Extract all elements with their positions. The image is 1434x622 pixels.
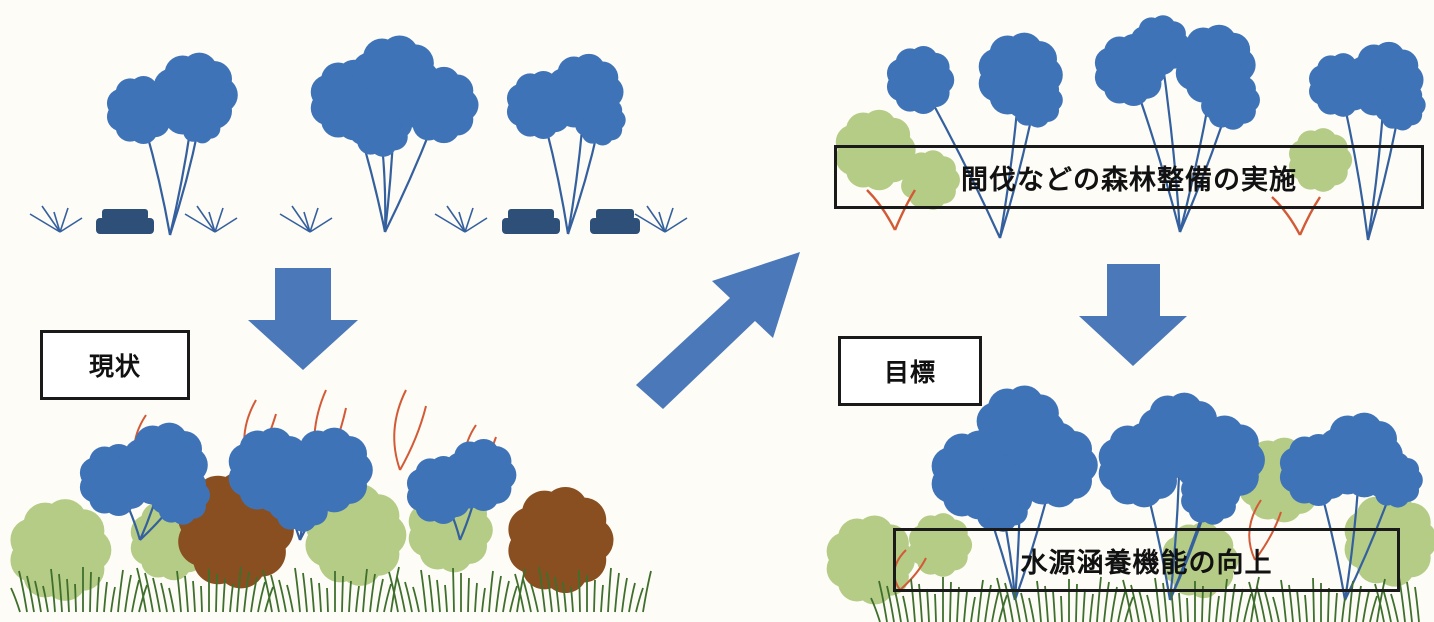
thinning-action-label: 間伐などの森林整備の実施	[834, 145, 1424, 209]
tree-crown	[269, 468, 333, 532]
branch-icon	[1271, 196, 1322, 236]
twig-icon	[279, 205, 333, 233]
tree-icon	[931, 385, 1098, 601]
tree-crown	[1368, 452, 1423, 508]
tree-crown	[1201, 70, 1260, 130]
tree-crown	[177, 96, 224, 144]
tree-crown	[969, 468, 1033, 532]
foreground-grass	[10, 566, 1420, 622]
flow-arrows	[248, 252, 1187, 409]
down-arrow-right-icon	[1079, 264, 1187, 366]
twig-icon	[29, 205, 83, 233]
stump-icon	[502, 209, 560, 234]
tree-icon	[310, 35, 479, 233]
tree-crown	[402, 66, 479, 144]
tree-icon	[1279, 412, 1423, 601]
tree-icon	[406, 438, 517, 541]
twig-icon	[434, 205, 488, 233]
tree-crown	[151, 465, 210, 525]
tree-icon	[79, 422, 210, 541]
shrub-icon	[826, 515, 915, 605]
twig-icon	[184, 205, 238, 233]
tree-crown	[349, 93, 413, 157]
grass-icon	[870, 576, 1420, 622]
water-conservation-label: 水源涵養機能の向上	[893, 528, 1400, 592]
stump-icon	[96, 209, 154, 234]
tree-crown	[1013, 422, 1098, 508]
tree-crown	[1375, 79, 1426, 131]
tree-icon	[886, 32, 1063, 239]
twig-icon	[634, 205, 688, 233]
background-shrubs	[10, 109, 1434, 605]
tree-crown	[575, 94, 626, 146]
tree-crown	[1008, 72, 1063, 128]
shrub-icon	[10, 499, 112, 601]
current-state-label: 現状	[40, 330, 190, 400]
tree-icon	[228, 427, 373, 541]
goal-label: 目標	[838, 336, 982, 406]
tree-icon	[506, 53, 626, 235]
branch-icon	[393, 389, 427, 471]
stump-icon	[590, 209, 640, 234]
tree-crown	[1181, 465, 1240, 525]
tree-crown	[444, 438, 517, 512]
tree-icon	[1098, 392, 1265, 601]
tree-crown	[351, 35, 440, 125]
diagonal-arrow-icon	[636, 252, 800, 409]
shrub-icon	[178, 471, 294, 589]
down-arrow-left-icon	[248, 268, 358, 370]
tree-crown	[886, 46, 955, 114]
tree-icon	[1094, 15, 1260, 233]
trees	[29, 15, 1426, 601]
shrub-icon	[901, 150, 960, 210]
shrub-icon	[835, 109, 916, 191]
shrub-icon	[1344, 493, 1434, 587]
tree-icon	[1309, 41, 1426, 241]
tree-icon	[106, 52, 238, 236]
shrub-icon	[508, 486, 614, 594]
grass-icon	[10, 566, 652, 613]
